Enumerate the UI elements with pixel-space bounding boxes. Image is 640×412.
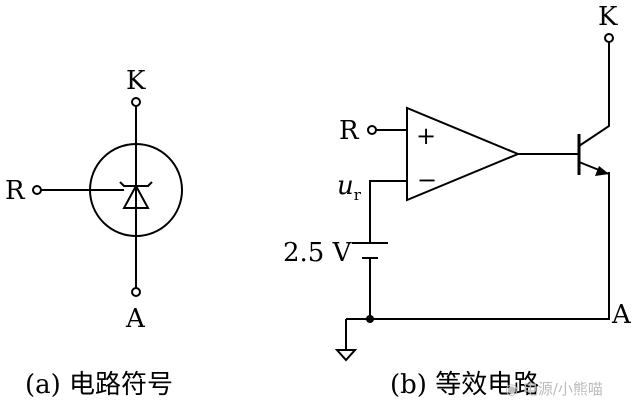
caption-a: (a) 电路符号: [25, 370, 174, 400]
b-label-k: K: [598, 2, 618, 32]
b-label-ur-main: u: [337, 171, 354, 201]
b-label-a: A: [612, 300, 631, 330]
a-terminal-k: [131, 97, 141, 107]
a-label-a: A: [126, 304, 145, 334]
b-label-minus: −: [417, 166, 438, 194]
watermark-icon: ◉: [505, 380, 519, 398]
watermark-text: 电源/小熊喵: [522, 380, 603, 398]
b-junction-dot: [366, 315, 374, 323]
b-label-ur: ur: [337, 171, 361, 203]
b-label-ur-sub: r: [353, 186, 361, 204]
a-diode-triangle: [122, 183, 150, 209]
caption-b: (b) 等效电路: [390, 370, 540, 400]
b-minus-wire: [369, 180, 407, 243]
a-zener-bar: [119, 181, 153, 187]
a-terminal-a: [131, 287, 141, 297]
b-emitter-arrow: [595, 166, 609, 176]
a-label-r: R: [5, 176, 25, 206]
b-ground-wire: [346, 172, 610, 320]
b-label-voltage: 2.5 V: [283, 238, 352, 268]
watermark: ◉ 电源/小熊喵: [505, 378, 603, 399]
b-label-r: R: [339, 116, 359, 146]
a-label-k: K: [126, 66, 146, 96]
b-terminal-k: [604, 33, 614, 43]
b-label-plus: +: [416, 122, 437, 150]
b-collector-wire: [578, 42, 610, 147]
b-opamp-triangle: [406, 106, 521, 202]
b-terminal-r: [367, 125, 377, 135]
ground-icon: [334, 349, 358, 362]
a-terminal-r: [32, 185, 42, 195]
